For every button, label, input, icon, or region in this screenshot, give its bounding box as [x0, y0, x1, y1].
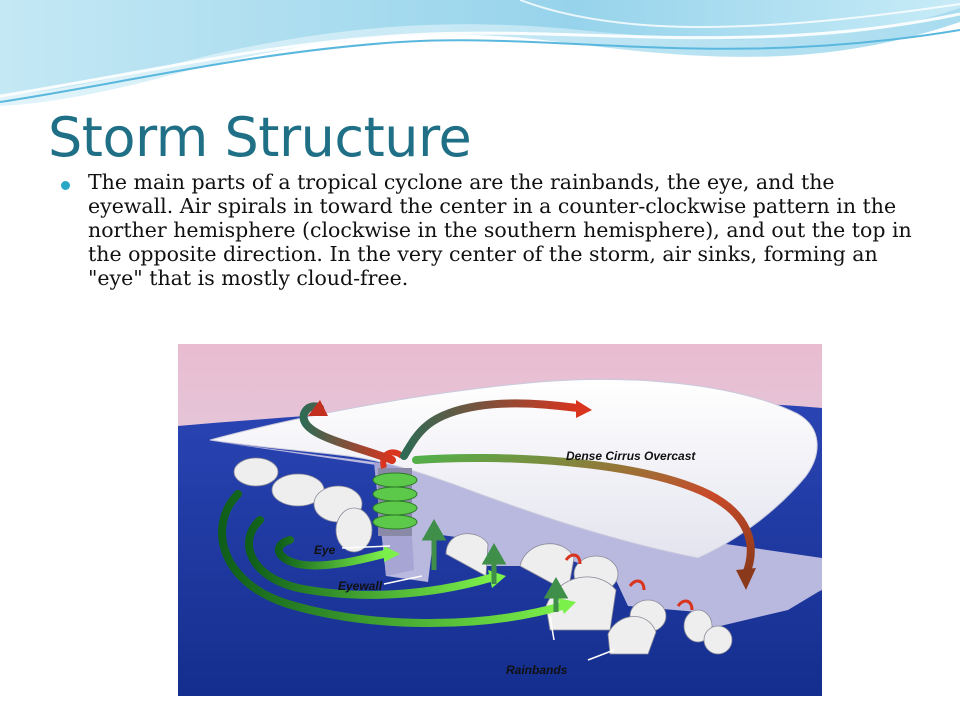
cirrus-overcast-cloud — [209, 378, 818, 559]
label-leader-lines — [341, 545, 615, 661]
rainband-red-arrows — [564, 553, 694, 611]
updraft-arrows — [421, 518, 569, 612]
label-dense-cirrus-overcast: Dense Cirrus Overcast — [566, 449, 696, 463]
storm-structure-diagram: Dense Cirrus Overcast Eye Eyewall Rainba… — [178, 344, 822, 696]
inflow-arrows — [218, 490, 566, 628]
eyewall-cross-section — [218, 442, 822, 628]
slide-title: Storm Structure — [48, 106, 472, 169]
outflow-arrowheads — [308, 400, 756, 590]
label-eyewall: Eyewall — [338, 579, 383, 593]
label-rainbands: Rainbands — [506, 663, 568, 677]
rainband-clouds — [233, 457, 733, 655]
label-eye: Eye — [314, 543, 336, 557]
body-paragraph: The main parts of a tropical cyclone are… — [88, 170, 912, 290]
wave-header-decoration — [0, 0, 960, 106]
eye-spiral-column — [372, 449, 418, 536]
bullet-dot — [61, 181, 70, 190]
